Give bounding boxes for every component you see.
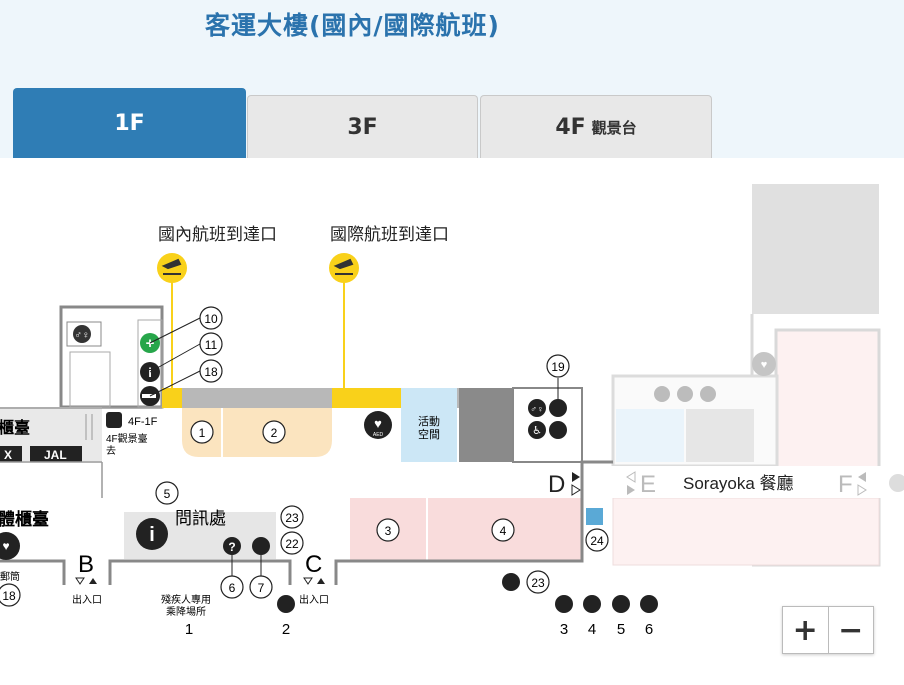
observation-note: 4F觀景臺: [106, 432, 148, 445]
smoking-area-icon: [502, 573, 520, 591]
aed-icon: [0, 532, 20, 560]
aed-icon: [364, 411, 392, 439]
label-international-arrivals: 國際航班到達口: [330, 225, 449, 244]
mailbox-label: 郵筒: [0, 570, 20, 583]
callout-3: 3: [385, 524, 392, 538]
svg-text:♂♀: ♂♀: [530, 404, 544, 414]
information-icon: [136, 518, 168, 550]
callout-22: 23: [285, 511, 299, 525]
callout-6: 6: [229, 581, 236, 595]
stop-5: 5: [617, 621, 625, 638]
svg-text:+: +: [146, 335, 155, 352]
stop-2: 2: [282, 621, 290, 638]
taxi-icon: [277, 595, 295, 613]
stop-1: 1: [185, 621, 193, 638]
arrival-icon: [329, 253, 359, 283]
wheelchair-icon: [677, 386, 693, 402]
gate-d: D: [548, 471, 565, 498]
svg-text:?: ?: [228, 540, 235, 554]
question-icon: [223, 537, 241, 555]
baby-care-icon: [700, 386, 716, 402]
zoom-out-button[interactable]: −: [838, 612, 864, 648]
svg-text:♥: ♥: [2, 539, 9, 553]
gate-c: C: [305, 551, 322, 578]
elevator-label: 4F-1F: [128, 416, 158, 428]
gate-e: E: [640, 471, 656, 498]
callout-2: 2: [271, 426, 278, 440]
map-block: [752, 184, 879, 314]
header: 客運大樓(國內/國際航班) 1F 3F 4F 觀景台: [0, 0, 904, 158]
callout-24: 24: [590, 534, 604, 548]
airline-jal: JAL: [44, 448, 67, 462]
svg-text:i: i: [149, 524, 155, 546]
callout-7: 7: [258, 581, 265, 595]
bus-icon: [583, 595, 601, 613]
family-restroom-icon: [549, 399, 567, 417]
info-desk-label: 問訊處: [175, 509, 226, 528]
zoom-in-button[interactable]: +: [783, 607, 829, 653]
svg-text:AED: AED: [373, 432, 384, 438]
tab-4f[interactable]: 4F 觀景台: [480, 95, 712, 158]
tab-label: 3F: [347, 114, 378, 140]
exit-label: 出入口: [299, 593, 329, 606]
callout-11: 18: [204, 365, 218, 379]
group-counter-label: 體櫃臺: [0, 509, 49, 529]
tab-3f[interactable]: 3F: [247, 95, 478, 158]
stop-4: 4: [588, 621, 596, 638]
bus-icon: [640, 595, 658, 613]
stop-6: 6: [645, 621, 653, 638]
atm-icon: [586, 508, 603, 525]
zoom-controls: + −: [782, 606, 874, 654]
baby-care-icon: [549, 421, 567, 439]
callout-19: 19: [551, 360, 565, 374]
svg-text:♿: ♿: [532, 425, 542, 437]
callout-18: 18: [2, 589, 16, 603]
bus-icon: [555, 595, 573, 613]
activity-space-label: 活動: [418, 414, 440, 428]
wheelchair-icon: [528, 421, 546, 439]
callout-5: 5: [164, 487, 171, 501]
exit-label: 出入口: [72, 593, 102, 606]
restroom-icon: [73, 325, 91, 343]
stop-3: 3: [560, 621, 568, 638]
svg-text:♥: ♥: [374, 416, 382, 431]
observation-note-2: 去: [106, 445, 116, 457]
accessible-parking-label-2: 乘降場所: [166, 605, 206, 618]
airline-x: X: [4, 448, 12, 462]
callout-21: 22: [285, 537, 299, 551]
callout-10: 11: [205, 338, 218, 352]
tab-sub-label: 觀景台: [591, 118, 637, 137]
gate-f: F: [838, 471, 853, 498]
restroom-icon: [654, 386, 670, 402]
activity-space-label-2: 空間: [418, 427, 440, 441]
tab-1f[interactable]: 1F: [13, 88, 246, 158]
accessible-parking-label: 殘疾人專用: [161, 593, 211, 606]
aed-icon: [752, 352, 776, 376]
callout-4: 4: [500, 524, 507, 538]
svg-text:i: i: [148, 365, 152, 380]
restaurant-label: Sorayoka 餐廳: [683, 474, 794, 493]
callout-1: 1: [199, 426, 206, 440]
arrival-icon: [157, 253, 187, 283]
page-title: 客運大樓(國內/國際航班): [205, 11, 500, 40]
callout-23: 23: [531, 576, 545, 590]
gate-b: B: [78, 551, 94, 578]
svg-text:♂♀: ♂♀: [75, 330, 90, 341]
svg-text:♥: ♥: [761, 359, 768, 371]
elevator-icon: [106, 412, 122, 428]
luggage-icon: [252, 537, 270, 555]
counter-label: 櫃臺: [0, 418, 30, 437]
tab-label: 1F: [114, 111, 145, 136]
label-domestic-arrivals: 國內航班到達口: [158, 225, 277, 244]
floor-map[interactable]: 國內航班到達口 國際航班到達口 ♂♀ + i 10 11 18 4F-1F 4F…: [0, 158, 904, 685]
tab-label: 4F: [555, 114, 586, 140]
restroom-icon: [528, 399, 546, 417]
bus-icon: [612, 595, 630, 613]
callout-9: 10: [204, 312, 218, 326]
